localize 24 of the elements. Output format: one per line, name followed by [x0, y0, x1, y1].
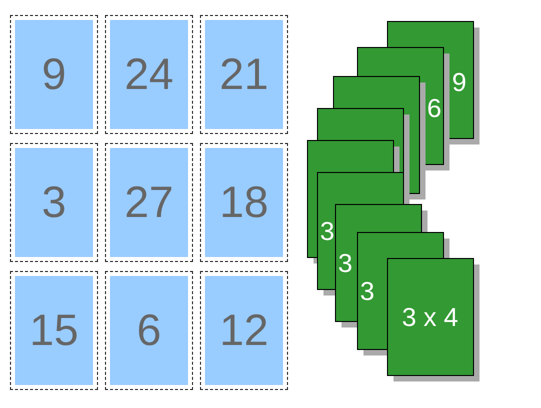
number-card: [105, 143, 193, 262]
card-number: 27: [124, 176, 174, 228]
card-number: 24: [124, 48, 174, 100]
number-card: [200, 143, 288, 262]
number-card: [105, 271, 193, 390]
card-number: 12: [218, 304, 270, 356]
card-number: 15: [28, 304, 80, 356]
card-label: 3: [338, 248, 352, 278]
card-label: 6: [427, 93, 442, 123]
card-number: 3: [40, 176, 68, 228]
card-number: 6: [136, 304, 162, 356]
number-card: [200, 15, 288, 134]
card-number: 9: [40, 48, 68, 100]
number-card: [10, 271, 98, 390]
card-number: 18: [218, 176, 270, 228]
number-card: [105, 15, 193, 134]
card-number: 21: [218, 48, 270, 100]
card-label: 9: [452, 67, 466, 97]
number-card: [10, 143, 98, 262]
card-label: 3: [320, 216, 334, 246]
card-label: 3 x 4: [402, 302, 458, 332]
number-card: [200, 271, 288, 390]
card-label: 3: [360, 276, 374, 306]
number-card: [10, 15, 98, 134]
